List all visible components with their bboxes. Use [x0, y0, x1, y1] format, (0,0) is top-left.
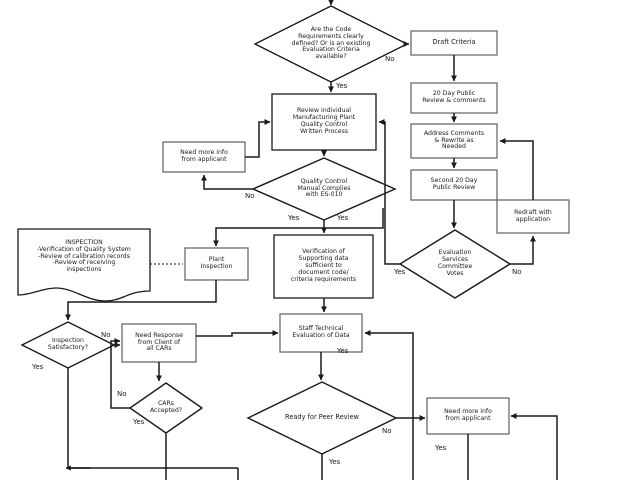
edge-label-cars-no: No	[117, 390, 127, 398]
edge-esc-no-to-redraft	[510, 235, 536, 265]
edge-redraft-to-address	[499, 138, 534, 200]
shape-need-response-cars	[121, 323, 197, 363]
edge-needresp-to-staff-eval	[196, 330, 279, 337]
edge-label-insp-sat-no: No	[101, 331, 111, 339]
edge-return-to-needinfo-bottom	[510, 413, 558, 480]
edge-needinfo-top-to-review	[245, 119, 271, 158]
shape-inspection-note	[17, 228, 151, 302]
edge-label-esc-votes-no: No	[512, 268, 522, 276]
edge-label-code-req-yes: Yes	[336, 82, 348, 90]
edge-label-need-info-yes: Yes	[435, 444, 447, 452]
edge-esc-yes-to-review	[378, 119, 400, 265]
shape-need-info-applicant-bottom	[426, 397, 510, 435]
edge-label-insp-sat-yes: Yes	[32, 363, 44, 371]
shape-address-comments	[410, 123, 498, 159]
shape-need-info-applicant-top	[162, 141, 246, 173]
shape-inspection-satisfactory	[20, 321, 116, 369]
shape-redraft-application	[496, 199, 570, 234]
edge-label-staff-eval-yes: Yes	[337, 347, 349, 355]
edge-label-esc-votes-yes: Yes	[394, 268, 406, 276]
shape-verify-supporting-data	[273, 234, 374, 299]
shape-second-review	[410, 169, 498, 201]
edge-label-qc-manual-no: No	[245, 192, 255, 200]
shape-staff-technical-eval	[279, 313, 363, 353]
edge-qcmanual-yes-branch	[213, 208, 384, 247]
edge-plant-to-inspection-sat	[65, 280, 217, 321]
edge-cars-no	[110, 338, 130, 409]
shape-public-review-20	[410, 82, 498, 114]
edge-label-peer-review-yes: Yes	[329, 458, 341, 466]
edge-return-to-staff-eval	[364, 330, 414, 480]
shape-review-qc-process	[271, 93, 377, 151]
edge-label-peer-review-no: No	[382, 427, 392, 435]
shape-ready-peer-review	[246, 381, 398, 455]
edge-qcmanual-no	[201, 174, 253, 190]
edge-label-plant-insp-yes: Yes	[337, 214, 349, 222]
edge-label-qc-manual-yes: Yes	[288, 214, 300, 222]
edge-label-code-req-no: No	[385, 55, 395, 63]
edge-label-cars-yes: Yes	[133, 418, 145, 426]
shape-qc-manual-complies	[251, 157, 397, 221]
shape-plant-inspection	[184, 247, 249, 281]
shape-esc-votes	[398, 229, 512, 299]
shape-code-requirements	[253, 5, 409, 83]
shape-draft-criteria	[410, 30, 498, 56]
